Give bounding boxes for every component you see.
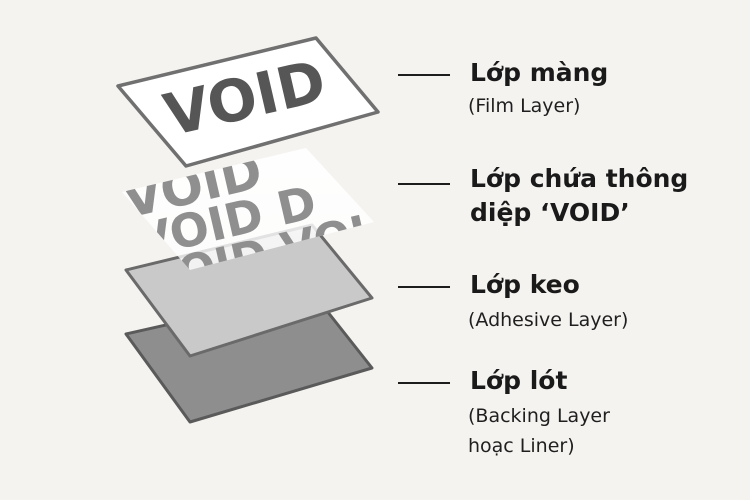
adhesive-layer-title: Lớp keo: [470, 270, 580, 299]
film-layer-pointer-line: [398, 74, 450, 76]
adhesive-layer-subtitle: (Adhesive Layer): [468, 309, 629, 331]
backing-layer-pointer-line: [398, 382, 450, 384]
backing-layer-subtitle-line-1: (Backing Layer: [468, 405, 610, 427]
film-layer: VOID: [116, 36, 380, 168]
backing-layer-subtitle-line-2: hoạc Liner): [468, 435, 575, 457]
film-layer-title: Lớp màng: [470, 58, 609, 87]
void-layer-pointer-line: [398, 183, 450, 185]
void-layer-title-line-1: Lớp chứa thông: [470, 164, 689, 193]
film-layer-card: [116, 36, 380, 168]
adhesive-layer-pointer-line: [398, 286, 450, 288]
backing-layer-title: Lớp lót: [470, 366, 568, 395]
film-layer-subtitle: (Film Layer): [468, 95, 581, 117]
void-layer-title-line-2: diệp ‘VOID’: [470, 198, 630, 227]
